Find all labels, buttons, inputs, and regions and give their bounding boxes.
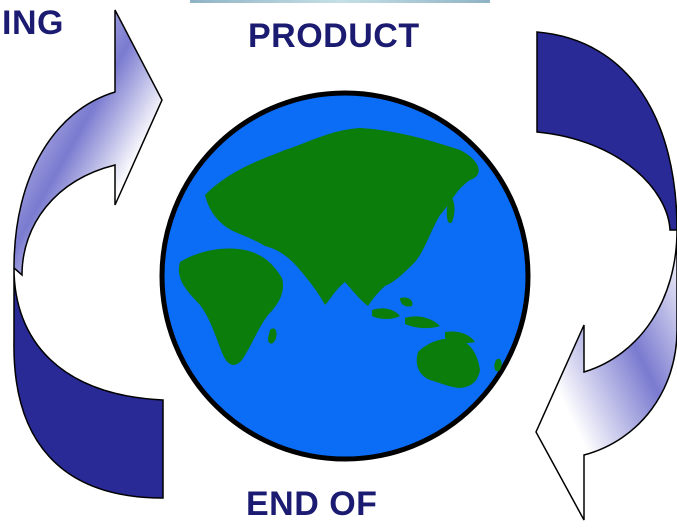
globe-icon [159,90,531,462]
stage-label-left: ING [2,4,64,42]
top-edge-bar [190,0,490,3]
stage-label-top: PRODUCT [248,17,420,55]
cycle-arrow-up-icon [13,9,164,499]
stage-label-bottom: END OF [246,485,378,523]
cycle-arrow-down-icon [535,31,677,521]
